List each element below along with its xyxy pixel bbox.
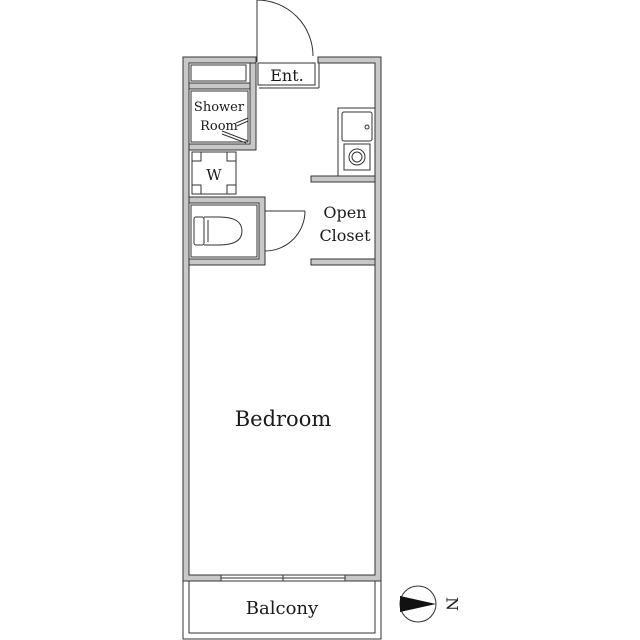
entrance-label: Ent. (270, 66, 304, 85)
bedroom-label: Bedroom (235, 407, 332, 431)
toilet-room (190, 204, 258, 258)
shower-room (190, 90, 249, 143)
shower-label-line1: Shower (194, 100, 245, 115)
toilet-wall (188, 196, 266, 266)
balcony (182, 580, 382, 640)
storage-box (190, 64, 247, 82)
shower-label-line2: Room (200, 119, 238, 134)
washer-label: W (206, 166, 222, 184)
shower-door-icon (221, 117, 249, 144)
left-column-wall (188, 62, 257, 151)
closet-wall-top (310, 175, 376, 183)
compass-north-label: N (443, 597, 462, 611)
washer-space (191, 151, 237, 195)
compass-icon (399, 585, 437, 623)
toilet-door (264, 210, 306, 252)
closet-label-line2: Closet (319, 226, 371, 245)
kitchen-counter (337, 107, 376, 177)
balcony-window (220, 574, 346, 582)
toilet-icon (193, 216, 243, 246)
closet-label-line1: Open (323, 203, 366, 222)
entrance-door (256, 0, 320, 89)
closet-wall-bottom (310, 258, 376, 266)
balcony-label: Balcony (246, 598, 319, 619)
storage-wall (188, 82, 257, 90)
